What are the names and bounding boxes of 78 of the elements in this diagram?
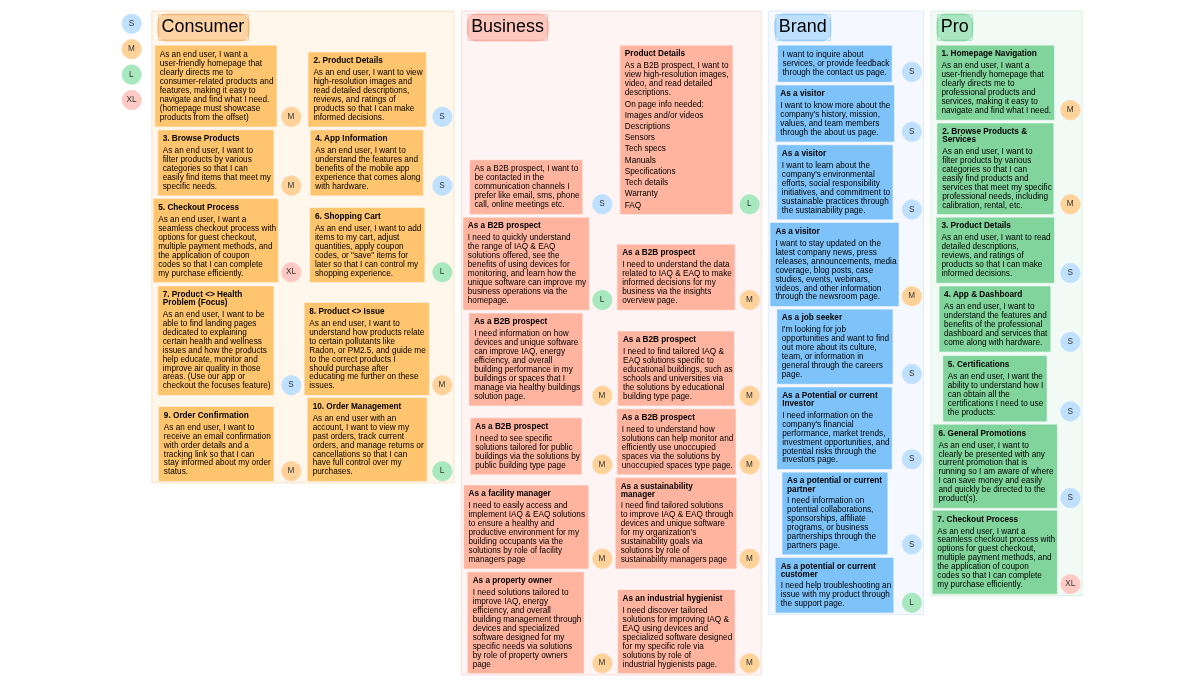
node-circle: XL xyxy=(121,89,142,111)
node-circle: L xyxy=(431,262,452,283)
node-box: 7. Product <> Health Problem (Focus) As an end user, I want to be able to find landing pages dedicated to explaining certain health and wellness issues and how the products help educate, monitor and improve air quality in those areas. (Use our app or checkout the focuses feature) xyxy=(157,286,274,396)
node-box: 6. Shopping Cart As an end user, I want to add items to my cart, adjust quantities, apply coupon codes, or "save" items for later so that I can control my shopping experience. xyxy=(309,207,425,283)
node-box: As a potential or current customer I need help troubleshooting an issue with my product through the support page. xyxy=(775,557,893,613)
node-box: As a B2B prospect I need to see specific solutions tailored for public buildings via the solutions by public building type page xyxy=(470,417,582,475)
node-circle: XL xyxy=(280,262,301,283)
node-circle: M xyxy=(431,375,452,396)
node-box: I want to inquire about services, or provide feedback through the contact us page. xyxy=(777,45,892,82)
node-box: 3. Browse Products As an end user, I want to filter products by various categories so that I can easily find items that meet my specific needs. xyxy=(157,130,274,196)
node-circle: M xyxy=(280,175,301,196)
node-box: As a B2B prospect I need to understand the data related to IAQ & EAQ to make informed decisions for my business via the insights overview page. xyxy=(616,244,735,310)
node-box: As a job seeker I'm looking for job opportunities and want to find out more about its culture, team, or information in general through the careers page. xyxy=(776,309,893,384)
node-box: 9. Order Confirmation As an end user, I want to receive an email confirmation with order details and a tracking link so that I can stay informed about my order status. xyxy=(158,406,274,482)
node-circle: S xyxy=(901,61,922,83)
node-box: As a Potential or current Investor I need information on the company's financial performance, market trends, investment opportunities, and potential risks through the investors page. xyxy=(776,387,892,470)
node-circle: M xyxy=(739,289,760,311)
node-box: As a visitor I want to learn about the company's environmental efforts, social responsibility initiatives, and commitment to sustainable practices through the sustainability page. xyxy=(776,145,893,220)
node-box: 5. Checkout Process As an end user, I want a seamless checkout process with options for guest checkout, multiple payment methods, and the application of coupon codes so that I can complete my purchase efficiently. xyxy=(153,198,278,283)
node-circle: S xyxy=(1059,263,1080,284)
node-circle: L xyxy=(591,289,612,311)
node-circle: M xyxy=(901,286,922,307)
node-circle: M xyxy=(739,454,760,475)
node-box: 1. Homepage Navigation As an end user, I want a user-friendly homepage that clearly directs me to professional products and services, making it easy to navigate and find what I need. xyxy=(935,45,1054,121)
node-circle: S xyxy=(431,175,452,196)
node-box: As a potential or current partner I need information on potential collaborations, sponsorships, affiliate programs, or business partnerships through the partners page. xyxy=(781,472,887,555)
node-circle: M xyxy=(591,548,612,569)
node-box: As a visitor I want to stay updated on the latest company news, press releases, announcements, media coverage, blog posts, case studies, events, webinars, videos, and other information through the newsroom page. xyxy=(769,222,899,307)
node-circle: L xyxy=(121,64,142,85)
node-box: As an industrial hygienist I need discover tailored solutions for improving IAQ & EAQ using devices and specialized software designed for my specific role via solutions by role of industrial hygienists page. xyxy=(617,589,735,674)
node-box: As a B2B prospect I need information on how devices and unique software can improve IAQ, energy efficiency, and overall building performance in my buildings or spaces that I manage via healthy buildings solution page. xyxy=(468,313,582,406)
node-circle: S xyxy=(901,449,922,470)
node-circle: M xyxy=(280,106,301,127)
node-circle: S xyxy=(1059,488,1080,509)
node-circle: S xyxy=(280,375,301,396)
node-box: 2. Product Details As an end user, I want to view high-resolution images and read detailed descriptions, reviews, and ratings of products so that I can make informed decisions. xyxy=(307,52,426,127)
node-box: 6. General Promotions As an end user, I want to clearly be presented with any current promotion that is running so I am aware of where I can save money and easily and quickly be directed to the product(s). xyxy=(932,424,1057,509)
node-box: As a property owner I need solutions tailored to improve IAQ, energy efficiency, and overall building management through devices and specialized software designed for my specific needs via solutions by role of property owners page xyxy=(467,571,584,674)
node-box: As a B2B prospect, I want to be contacted in the communication channels I prefer like email, sms, phone call, online meetings etc. xyxy=(469,159,582,215)
node-box: 10. Order Management As an end user with an account, I want to view my past orders, track current orders, and manage returns or cancellations so that I can have full control over my purchases. xyxy=(307,397,427,482)
node-box: 4. App Information As an end user, I want to understand the features and benefits of the mobile app experience that comes along with hardware. xyxy=(310,130,423,196)
node-circle: M xyxy=(121,39,142,60)
node-circle: M xyxy=(280,461,301,482)
node-circle: M xyxy=(591,454,612,475)
node-circle: S xyxy=(901,534,922,555)
node-circle: M xyxy=(591,653,612,674)
node-box: As a visitor I want to know more about the company's history, mission, values, and team members through the about us page. xyxy=(775,85,894,142)
node-circle: M xyxy=(739,548,760,569)
node-circle: S xyxy=(901,121,922,142)
node-box: Product Details As a B2B prospect, I want to view high-resolution images, video, and read detailed descriptions. On page info needed: Images and/or videos Descriptions Sensors Tech specs Manuals Specifications Tech details Warranty FAQ xyxy=(619,45,733,215)
node-box: 3. Product Details As an end user, I want to read detailed descriptions, reviews, and ratings of products so that I can make informed decisions. xyxy=(935,217,1054,284)
node-circle: L xyxy=(431,461,452,482)
node-circle: S xyxy=(591,194,612,215)
node-box: As an end user, I want a user-friendly homepage that clearly directs me to consumer-related products and features, making it easy to navigate and find what I need. (homepage must showcase products from the offset) xyxy=(154,45,277,127)
node-circle: S xyxy=(431,106,452,127)
node-circle: S xyxy=(1059,331,1080,352)
node-circle: M xyxy=(1059,194,1080,215)
node-circle: S xyxy=(901,199,922,220)
node-circle: M xyxy=(739,385,760,406)
node-circle: L xyxy=(739,194,760,215)
node-circle: S xyxy=(121,13,142,34)
node-box: 5. Certifications As an end user, I want the ability to understand how I can obtain all the certifications I need to use the products: xyxy=(942,355,1047,422)
node-box: As a B2B prospect I need to find tailored IAQ & EAQ solutions specific to educational buildings, such as schools and universities via the solutions by educational building type page. xyxy=(617,331,734,406)
node-circle: S xyxy=(901,363,922,385)
node-box: As a facility manager I need to easily access and implement IAQ & EAQ solutions to ensure a healthy and productive environment for my building occupants via the solutions by role of facility managers page xyxy=(463,485,588,569)
node-circle: L xyxy=(901,592,922,613)
node-circle: M xyxy=(591,385,612,406)
node-box: 2. Browse Products & Services As an end user, I want to filter products by various categories so that I can easily find products and services that meet my specific professional needs, including calibration, rental, etc. xyxy=(936,123,1053,215)
node-box: 4. App & Dashboard As an end user, I want to understand the features and benefits of the professional dashboard and services that come along with hardware. xyxy=(938,286,1050,352)
node-box: 8. Product <> Issue As an end user, I want to understand how products relate to certain pollutants like Radon, or PM2.5, and guide me to the correct products I should purchase after educating me further on these issues. xyxy=(304,302,429,396)
node-circle: XL xyxy=(1059,574,1080,595)
node-box: 7. Checkout Process As an end user, I want a seamless checkout process with options for guest checkout, multiple payment methods, and the application of coupon codes so that I can complete my purchase efficiently. xyxy=(932,510,1057,595)
node-box: As a sustainability manager I need find tailored solutions to improve IAQ & EAQ through devices and unique software for my organization's sustainability goals via solutions by role of sustainability managers page xyxy=(615,477,736,569)
node-box: As a B2B prospect I need to quickly understand the range of IAQ & EAQ solutions offered, see the benefits of using devices for monitoring, and learn how the unique software can improve my business operations via the homepage. xyxy=(462,217,589,310)
node-box: As a B2B prospect I need to understand how solutions can help monitor and efficiently use unoccupied spaces via the solutions by unoccupied spaces type page. xyxy=(616,408,736,475)
node-circle: M xyxy=(739,653,760,674)
node-circle: S xyxy=(1059,401,1080,422)
node-circle: M xyxy=(1059,100,1080,121)
